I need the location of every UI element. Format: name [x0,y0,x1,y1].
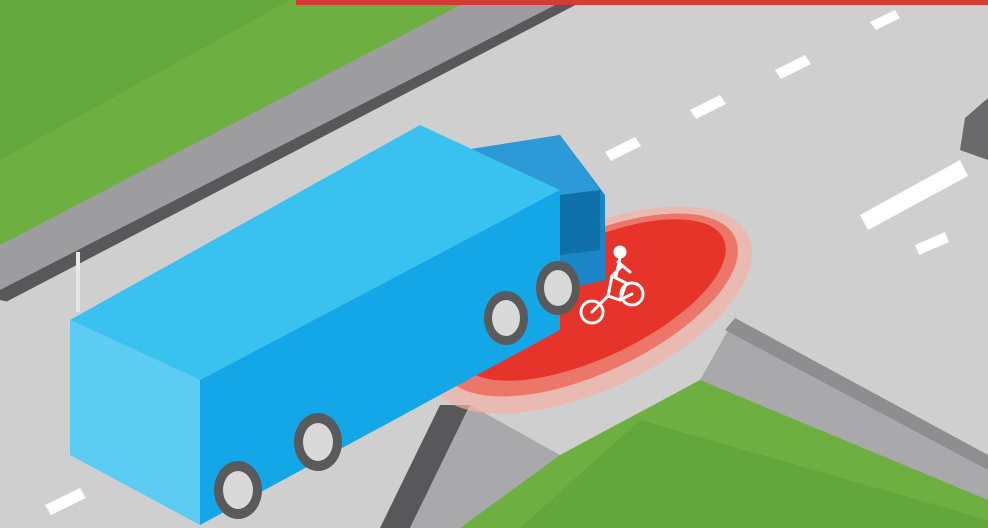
cab-window [560,190,600,255]
top-border [296,0,988,5]
